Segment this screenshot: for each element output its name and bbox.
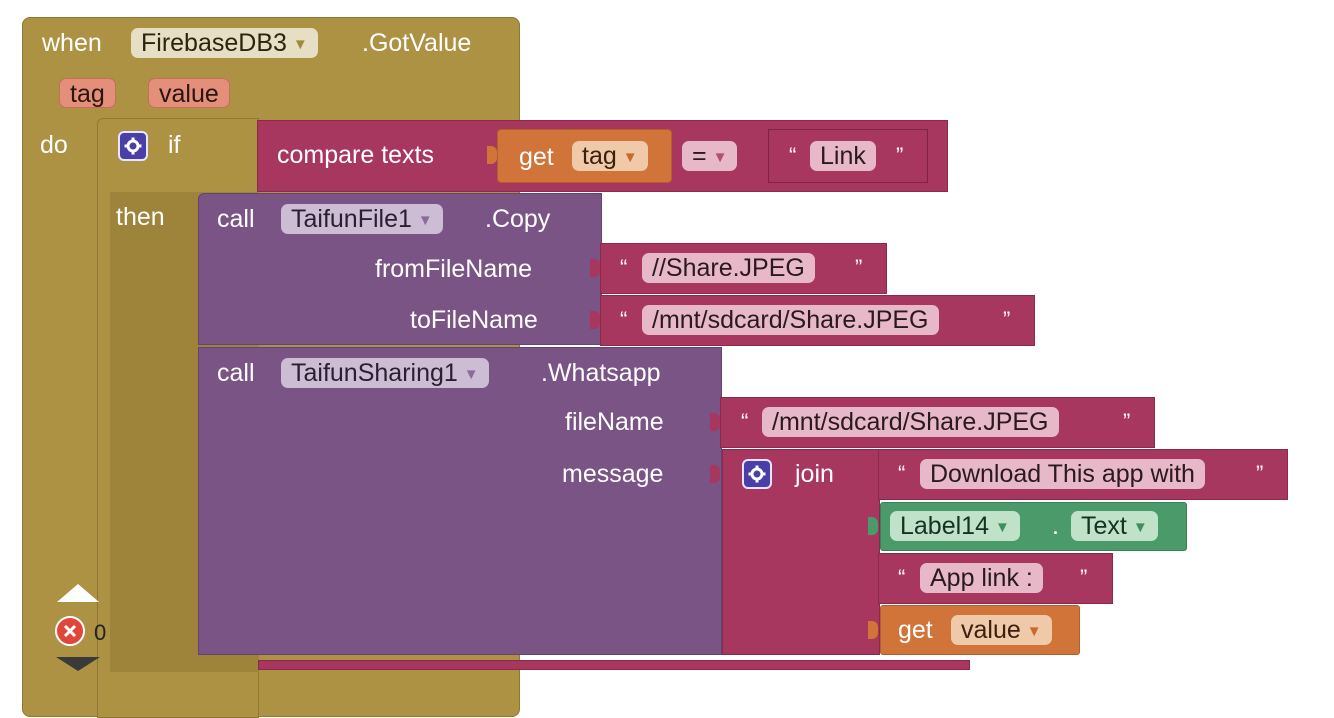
compare-operator: = bbox=[692, 142, 707, 170]
message-label: message bbox=[562, 460, 664, 488]
filename-label: fileName bbox=[565, 408, 664, 436]
filename-connector bbox=[710, 413, 720, 431]
close-quote: ” bbox=[1003, 307, 1011, 332]
call-keyword: call bbox=[217, 205, 255, 233]
compare-operator-dropdown[interactable]: =▼ bbox=[682, 141, 738, 171]
get-tag-connector bbox=[487, 146, 497, 164]
text-applink[interactable]: App link : bbox=[920, 563, 1043, 593]
label14-component-dropdown[interactable]: Label14 ▼ bbox=[890, 511, 1020, 541]
then-keyword: then bbox=[116, 203, 165, 231]
error-count: 0 bbox=[94, 620, 107, 645]
text-to-filename[interactable]: /mnt/sdcard/Share.JPEG bbox=[642, 305, 939, 335]
label14-connector bbox=[868, 517, 878, 535]
text-share-filename[interactable]: /mnt/sdcard/Share.JPEG bbox=[762, 407, 1059, 437]
do-keyword: do bbox=[40, 131, 68, 159]
dropdown-arrow-icon: ▼ bbox=[1026, 623, 1042, 640]
join-keyword: join bbox=[795, 460, 834, 488]
get-keyword: get bbox=[519, 143, 554, 171]
if-keyword: if bbox=[168, 131, 181, 159]
get-keyword: get bbox=[898, 616, 933, 644]
get-value-var-name: value bbox=[961, 616, 1021, 644]
share-component-name: TaifunSharing1 bbox=[291, 359, 458, 387]
dropdown-arrow-icon: ▼ bbox=[292, 36, 308, 53]
text-download[interactable]: Download This app with bbox=[920, 459, 1205, 489]
dropdown-arrow-icon: ▼ bbox=[712, 149, 728, 166]
when-keyword: when bbox=[42, 29, 102, 57]
open-quote: “ bbox=[898, 461, 906, 486]
event-name: .GotValue bbox=[362, 29, 472, 57]
open-quote: “ bbox=[789, 143, 797, 168]
next-block-partial[interactable] bbox=[258, 660, 970, 670]
get-value-var-dropdown[interactable]: value ▼ bbox=[951, 615, 1052, 645]
open-quote: “ bbox=[741, 409, 749, 434]
call-taifunsharing-whatsapp-block[interactable] bbox=[198, 347, 722, 655]
from-filename-label: fromFileName bbox=[375, 255, 532, 283]
get-tag-var-dropdown[interactable]: tag ▼ bbox=[572, 141, 648, 171]
dropdown-arrow-icon: ▼ bbox=[463, 366, 479, 383]
label14-property-name: Text bbox=[1081, 512, 1127, 540]
copy-method-name: .Copy bbox=[485, 205, 551, 233]
get-value-connector bbox=[868, 621, 878, 639]
text-literal-link[interactable]: Link bbox=[810, 141, 876, 171]
share-component-dropdown[interactable]: TaifunSharing1 ▼ bbox=[281, 358, 489, 388]
call-keyword: call bbox=[217, 359, 255, 387]
to-filename-connector bbox=[590, 311, 600, 329]
label14-component-name: Label14 bbox=[900, 512, 989, 540]
open-quote: “ bbox=[898, 565, 906, 590]
event-component-name: FirebaseDB3 bbox=[141, 29, 287, 57]
error-icon[interactable] bbox=[55, 616, 85, 646]
dropdown-arrow-icon: ▼ bbox=[417, 212, 433, 229]
if-mutator-gear-icon[interactable] bbox=[118, 131, 148, 161]
warning-prev-arrow-icon[interactable] bbox=[57, 584, 99, 602]
warning-next-arrow-icon[interactable] bbox=[56, 657, 100, 671]
compare-texts-label: compare texts bbox=[277, 141, 435, 169]
text-from-filename[interactable]: //Share.JPEG bbox=[642, 253, 815, 283]
get-tag-var-name: tag bbox=[582, 142, 617, 170]
dropdown-arrow-icon: ▼ bbox=[994, 519, 1010, 536]
param-value[interactable]: value bbox=[148, 78, 230, 108]
dropdown-arrow-icon: ▼ bbox=[622, 149, 638, 166]
property-dot: . bbox=[1052, 512, 1059, 540]
copy-component-name: TaifunFile1 bbox=[291, 205, 412, 233]
from-filename-connector bbox=[590, 259, 600, 277]
close-quote: ” bbox=[1123, 409, 1131, 434]
param-tag[interactable]: tag bbox=[59, 78, 116, 108]
label14-property-dropdown[interactable]: Text ▼ bbox=[1071, 511, 1158, 541]
close-quote: ” bbox=[896, 143, 904, 168]
open-quote: “ bbox=[620, 255, 628, 280]
message-connector bbox=[710, 465, 720, 483]
open-quote: “ bbox=[620, 307, 628, 332]
close-quote: ” bbox=[1080, 565, 1088, 590]
copy-component-dropdown[interactable]: TaifunFile1 ▼ bbox=[281, 204, 443, 234]
join-mutator-gear-icon[interactable] bbox=[742, 459, 772, 489]
close-quote: ” bbox=[1256, 461, 1264, 486]
share-method-name: .Whatsapp bbox=[541, 359, 661, 387]
to-filename-label: toFileName bbox=[410, 306, 538, 334]
close-quote: ” bbox=[855, 255, 863, 280]
dropdown-arrow-icon: ▼ bbox=[1132, 519, 1148, 536]
event-component-dropdown[interactable]: FirebaseDB3 ▼ bbox=[131, 28, 318, 58]
